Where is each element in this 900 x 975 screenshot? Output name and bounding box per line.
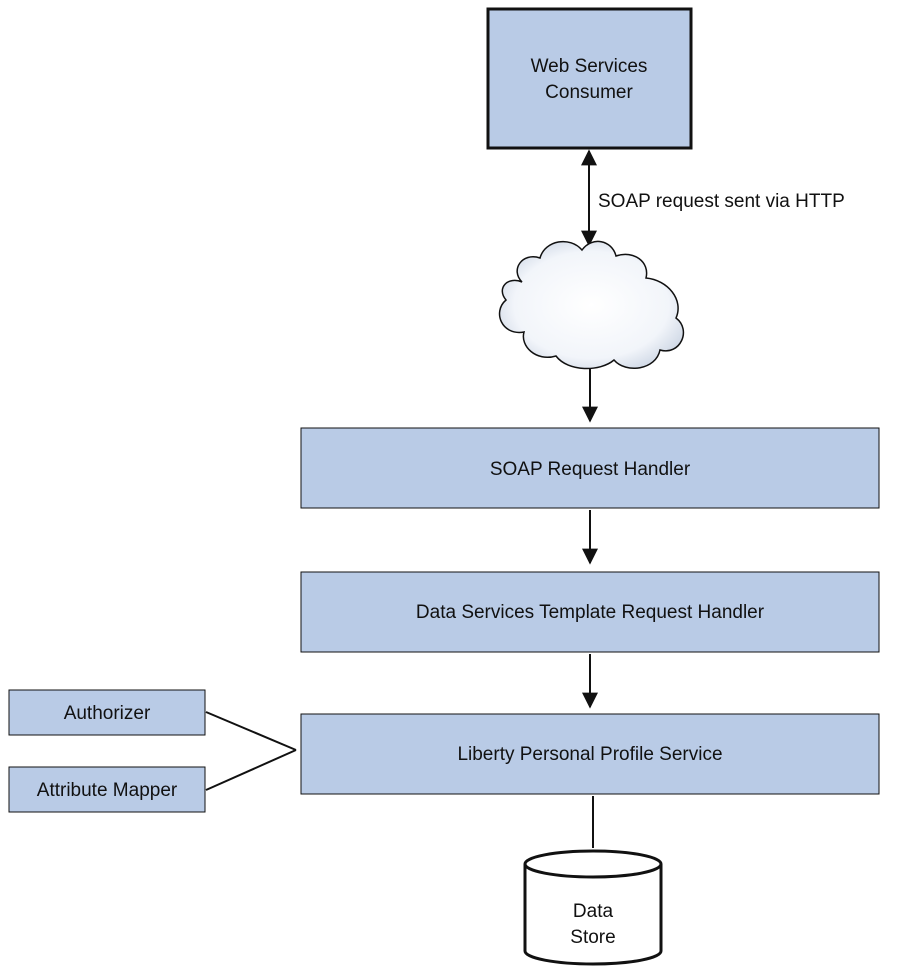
attribute-mapper-label: Attribute Mapper: [37, 780, 178, 801]
soap-link-label: SOAP request sent via HTTP: [598, 191, 845, 212]
data-store-label-line2: Store: [570, 927, 615, 948]
data-store-cylinder: Data Store: [523, 849, 663, 966]
authorizer-box: Authorizer: [8, 689, 206, 736]
attribute-mapper-box: Attribute Mapper: [8, 766, 206, 813]
authorizer-label: Authorizer: [64, 703, 151, 724]
template-request-handler-label: Data Services Template Request Handler: [416, 602, 765, 623]
template-request-handler-box: Data Services Template Request Handler: [300, 571, 880, 653]
attribute-mapper-connector: [205, 749, 297, 791]
data-store-label-line1: Data: [573, 901, 614, 922]
soap-request-handler-box: SOAP Request Handler: [300, 427, 880, 509]
liberty-profile-service-label: Liberty Personal Profile Service: [457, 744, 722, 765]
network-cloud: [498, 240, 685, 370]
web-services-consumer-box: Web Services Consumer: [486, 7, 693, 150]
consumer-label-line2: Consumer: [545, 82, 633, 103]
soap-request-handler-label: SOAP Request Handler: [490, 459, 691, 480]
authorizer-connector: [205, 711, 297, 751]
liberty-profile-service-box: Liberty Personal Profile Service: [300, 713, 880, 795]
consumer-label-line1: Web Services: [531, 56, 648, 77]
